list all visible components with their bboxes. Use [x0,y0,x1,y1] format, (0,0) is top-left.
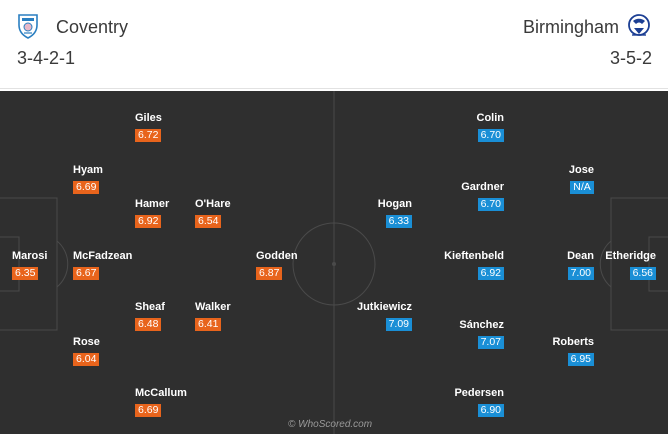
home-player[interactable]: O'Hare 6.54 [195,198,315,229]
player-name: Godden [256,250,298,262]
home-player[interactable]: Walker 6.41 [195,301,315,332]
home-player[interactable]: McCallum 6.69 [135,387,255,418]
match-header: Coventry 3-4-2-1 Birmingham 3-5-2 [0,0,668,89]
player-name: Kieftenbeld [444,250,504,262]
player-rating: 6.92 [477,267,504,280]
player-rating: 6.69 [73,181,100,194]
player-rating: 6.95 [567,353,594,366]
player-name: Sánchez [459,319,504,331]
away-player[interactable]: Pedersen 6.90 [384,387,504,418]
player-rating: 6.04 [73,353,100,366]
player-name: Jose [568,164,594,176]
player-rating: 6.70 [477,198,504,211]
home-player[interactable]: Hamer 6.92 [135,198,255,229]
player-rating: 6.67 [73,267,100,280]
away-player[interactable]: Kieftenbeld 6.92 [384,250,504,281]
home-player[interactable]: Marosi 6.35 [12,250,132,281]
player-rating: 6.48 [135,318,162,331]
player-name: Hyam [73,164,103,176]
player-name: Gardner [461,181,504,193]
away-player[interactable]: Hogan 6.33 [292,198,412,229]
away-player[interactable]: Colin 6.70 [384,112,504,143]
player-name: Giles [135,112,162,124]
player-name: Marosi [12,250,48,262]
player-rating: 6.33 [385,215,412,228]
player-rating: 6.72 [135,129,162,142]
player-rating: 6.70 [477,129,504,142]
home-player[interactable]: Sheaf 6.48 [135,301,255,332]
player-rating: 6.41 [195,318,222,331]
away-player[interactable]: Jutkiewicz 7.09 [292,301,412,332]
player-name: Etheridge [605,250,656,262]
player-name: Roberts [552,336,594,348]
player-name: Sheaf [135,301,165,313]
away-player[interactable]: Jose N/A [474,164,594,195]
player-rating: 7.09 [385,318,412,331]
player-rating: 6.54 [195,215,222,228]
watermark: © WhoScored.com [288,419,373,430]
home-team-name: Coventry [56,17,129,37]
player-name: McFadzean [73,250,133,262]
home-player[interactable]: Giles 6.72 [135,112,255,143]
away-player[interactable]: Etheridge 6.56 [536,250,656,281]
player-rating: 6.69 [135,404,162,417]
birmingham-crest-icon [628,14,650,36]
home-formation: 3-4-2-1 [17,48,76,68]
player-name: Colin [476,112,505,124]
player-name: Pedersen [454,387,504,399]
player-name: Walker [195,301,231,313]
home-player[interactable]: Rose 6.04 [73,336,193,367]
player-name: McCallum [135,387,187,399]
away-player[interactable]: Sánchez 7.07 [384,319,504,350]
away-formation: 3-5-2 [610,48,653,68]
home-player[interactable]: McFadzean 6.67 [73,250,193,281]
away-player[interactable]: Roberts 6.95 [474,336,594,367]
player-rating: N/A [570,181,594,194]
home-player[interactable]: Hyam 6.69 [73,164,193,195]
away-player[interactable]: Gardner 6.70 [384,181,504,212]
player-rating: 6.90 [477,404,504,417]
home-player[interactable]: Godden 6.87 [256,250,376,281]
player-name: Dean [567,250,594,262]
player-rating: 6.92 [135,215,162,228]
player-name: O'Hare [195,198,231,210]
player-rating: 6.56 [629,267,656,280]
player-name: Jutkiewicz [356,301,412,313]
player-rating: 7.00 [567,267,594,280]
pitch: Giles 6.72 Hyam 6.69 Hamer 6.92 O'Hare 6… [0,91,668,434]
coventry-crest-icon [18,14,38,39]
player-name: Hamer [135,198,170,210]
player-name: Hogan [377,198,412,210]
away-team-name: Birmingham [522,17,619,37]
away-player[interactable]: Dean 7.00 [474,250,594,281]
player-name: Rose [73,336,100,348]
player-rating: 7.07 [477,336,504,349]
player-rating: 6.35 [12,267,39,280]
player-rating: 6.87 [256,267,283,280]
pitch-markings [0,91,668,434]
